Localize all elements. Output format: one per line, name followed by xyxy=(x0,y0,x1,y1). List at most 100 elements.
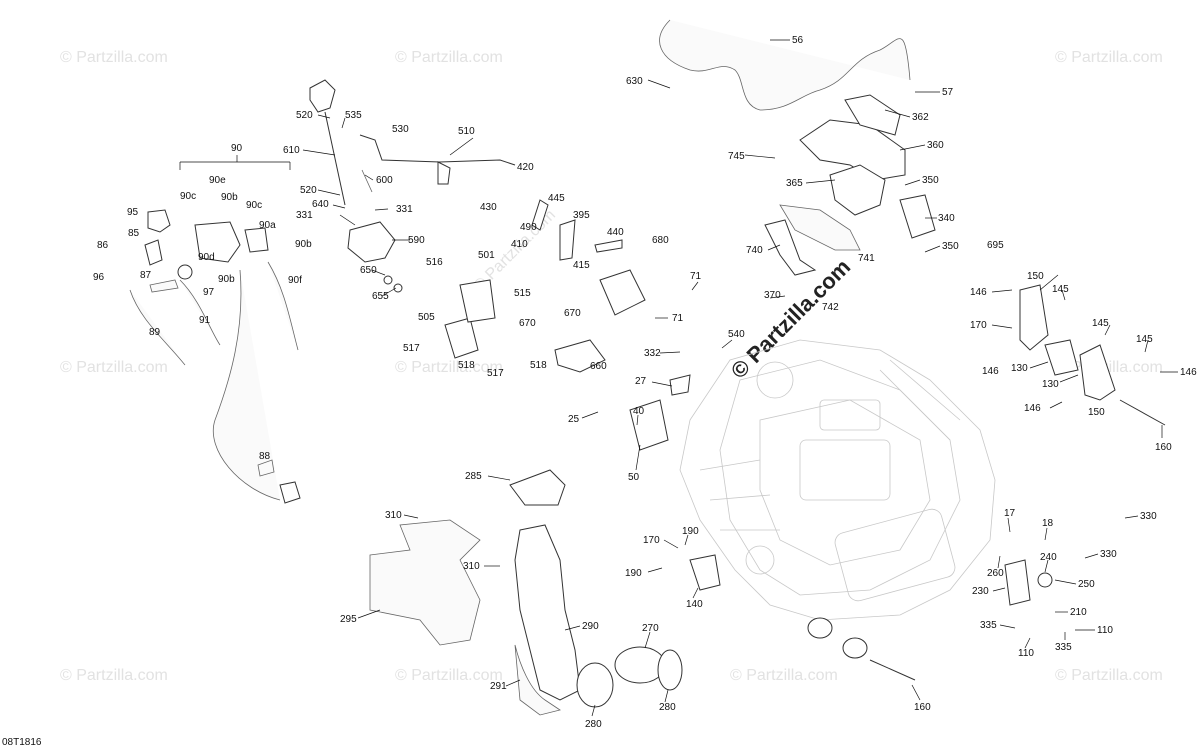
callout-label: 160 xyxy=(1155,442,1172,453)
reference-code: 08T1816 xyxy=(2,737,42,748)
callout-label: 510 xyxy=(458,126,475,137)
belt-56 xyxy=(659,19,911,111)
callout-label: 110 xyxy=(1097,625,1113,636)
callout-label: 350 xyxy=(942,241,959,252)
callout-label: 90b xyxy=(221,192,238,203)
callout-label: 190 xyxy=(682,526,699,537)
callout-label: 440 xyxy=(607,227,624,238)
callout-label: 145 xyxy=(1136,334,1153,345)
mid-brackets xyxy=(444,199,646,373)
callout-label: 86 xyxy=(97,240,109,251)
callout-label: 516 xyxy=(426,257,443,268)
callout-label: 670 xyxy=(519,318,536,329)
engine-mounts-right xyxy=(1019,284,1166,426)
callout-label: 90c xyxy=(246,200,262,211)
callout-label: 501 xyxy=(478,250,495,261)
callout-label: 535 xyxy=(345,110,362,121)
callout-label: 285 xyxy=(465,471,482,482)
callout-label: 90e xyxy=(209,175,226,186)
callout-label: 50 xyxy=(628,472,640,483)
intake-duct xyxy=(764,94,936,276)
callout-label: 88 xyxy=(259,451,271,462)
callout-label: 90b xyxy=(295,239,312,250)
callout-label: 330 xyxy=(1100,549,1117,560)
callout-label: 146 xyxy=(982,366,999,377)
callout-label: 655 xyxy=(372,291,389,302)
watermark-text: © Partzilla.com xyxy=(395,359,503,376)
callout-label: 170 xyxy=(643,535,660,546)
callout-label: 40 xyxy=(633,406,645,417)
callout-label: 650 xyxy=(360,265,377,276)
callout-label: 146 xyxy=(1180,367,1197,378)
engine-block xyxy=(679,339,996,621)
throttle-assembly xyxy=(129,209,301,504)
callout-label: 150 xyxy=(1027,271,1044,282)
callout-label: 25 xyxy=(568,414,580,425)
callout-label: 260 xyxy=(987,568,1004,579)
callout-label: 240 xyxy=(1040,552,1057,563)
callout-label: 270 xyxy=(642,623,659,634)
callout-label: 85 xyxy=(128,228,140,239)
callout-label: 280 xyxy=(659,702,676,713)
callout-label: 90f xyxy=(288,275,302,286)
callout-label: 90 xyxy=(231,143,243,154)
shift-rod-510 xyxy=(359,134,516,185)
callout-label: 630 xyxy=(626,76,643,87)
callout-label: 90a xyxy=(259,220,276,231)
callout-label: 540 xyxy=(728,329,745,340)
callout-label: 170 xyxy=(970,320,987,331)
callout-label: 518 xyxy=(530,360,547,371)
callout-label: 640 xyxy=(312,199,329,210)
callout-label: 290 xyxy=(582,621,599,632)
callout-label: 740 xyxy=(746,245,763,256)
callout-label: 517 xyxy=(403,343,420,354)
callout-label: 87 xyxy=(140,270,152,281)
callout-label: 395 xyxy=(573,210,590,221)
callout-label: 350 xyxy=(922,175,939,186)
callout-label: 680 xyxy=(652,235,669,246)
callout-label: 410 xyxy=(511,239,528,250)
callout-label: 91 xyxy=(199,315,211,326)
watermark-text: © Partzilla.com xyxy=(1055,49,1163,66)
callout-label: 210 xyxy=(1070,607,1087,618)
callout-label: 420 xyxy=(517,162,534,173)
callout-label: 27 xyxy=(635,376,647,387)
callout-label: 90d xyxy=(198,252,215,263)
callout-label: 520 xyxy=(300,185,317,196)
callout-label: 590 xyxy=(408,235,425,246)
callout-label: 335 xyxy=(1055,642,1072,653)
callout-label: 95 xyxy=(127,207,139,218)
callout-label: 145 xyxy=(1092,318,1109,329)
callout-label: 160 xyxy=(914,702,931,713)
callout-label: 295 xyxy=(340,614,357,625)
callout-label: 430 xyxy=(480,202,497,213)
callout-label: 335 xyxy=(980,620,997,631)
callout-label: 250 xyxy=(1078,579,1095,590)
callout-label: 331 xyxy=(296,210,313,221)
callout-label: 518 xyxy=(458,360,475,371)
callout-label: 515 xyxy=(514,288,531,299)
callout-labels: 630 520 535 530 510 610 600 520 640 331 … xyxy=(93,35,1197,730)
callout-label: 530 xyxy=(392,124,409,135)
callout-label: 331 xyxy=(396,204,413,215)
shift-lever-assembly xyxy=(309,79,403,293)
callout-label: 310 xyxy=(385,510,402,521)
callout-label: 340 xyxy=(938,213,955,224)
callout-label: 18 xyxy=(1042,518,1054,529)
lower-right-parts xyxy=(689,554,1053,681)
callout-label: 90b xyxy=(218,274,235,285)
leader-lines xyxy=(179,39,1178,717)
callout-label: 360 xyxy=(927,140,944,151)
callout-label: 110 xyxy=(1018,648,1034,659)
callout-label: 520 xyxy=(296,110,313,121)
callout-label: 742 xyxy=(822,302,839,313)
callout-label: 97 xyxy=(203,287,215,298)
callout-label: 695 xyxy=(987,240,1004,251)
watermark-text-large: © Partzilla.com xyxy=(726,254,855,383)
callout-label: 610 xyxy=(283,145,300,156)
callout-label: 280 xyxy=(585,719,602,730)
callout-label: 145 xyxy=(1052,284,1069,295)
callout-label: 71 xyxy=(690,271,702,282)
watermark-text: © Partzilla.com xyxy=(60,667,168,684)
callout-label: 600 xyxy=(376,175,393,186)
